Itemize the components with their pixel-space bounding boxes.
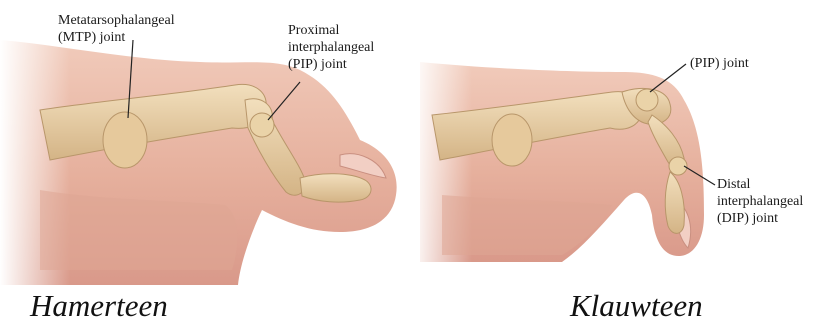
mtp-joint [103, 112, 147, 168]
claw-toe-illustration [412, 0, 822, 285]
pip-joint-label: Proximal interphalangeal (PIP) joint [288, 22, 374, 73]
hammer-toe-panel: Metatarsophalangeal (MTP) joint Proximal… [0, 0, 410, 285]
claw-toe-caption: Klauwteen [570, 288, 703, 324]
claw-toe-panel: (PIP) joint Distal interphalangeal (DIP)… [412, 0, 822, 285]
distal-phalanx [300, 174, 371, 202]
hammer-toe-caption: Hamerteen [30, 288, 168, 324]
pip-joint-label: (PIP) joint [690, 55, 749, 72]
plantar-pad [442, 195, 612, 255]
pip-joint [636, 89, 658, 111]
dip-joint-label: Distal interphalangeal (DIP) joint [717, 176, 803, 227]
mtp-joint [492, 114, 532, 166]
mtp-joint-label: Metatarsophalangeal (MTP) joint [58, 12, 175, 46]
